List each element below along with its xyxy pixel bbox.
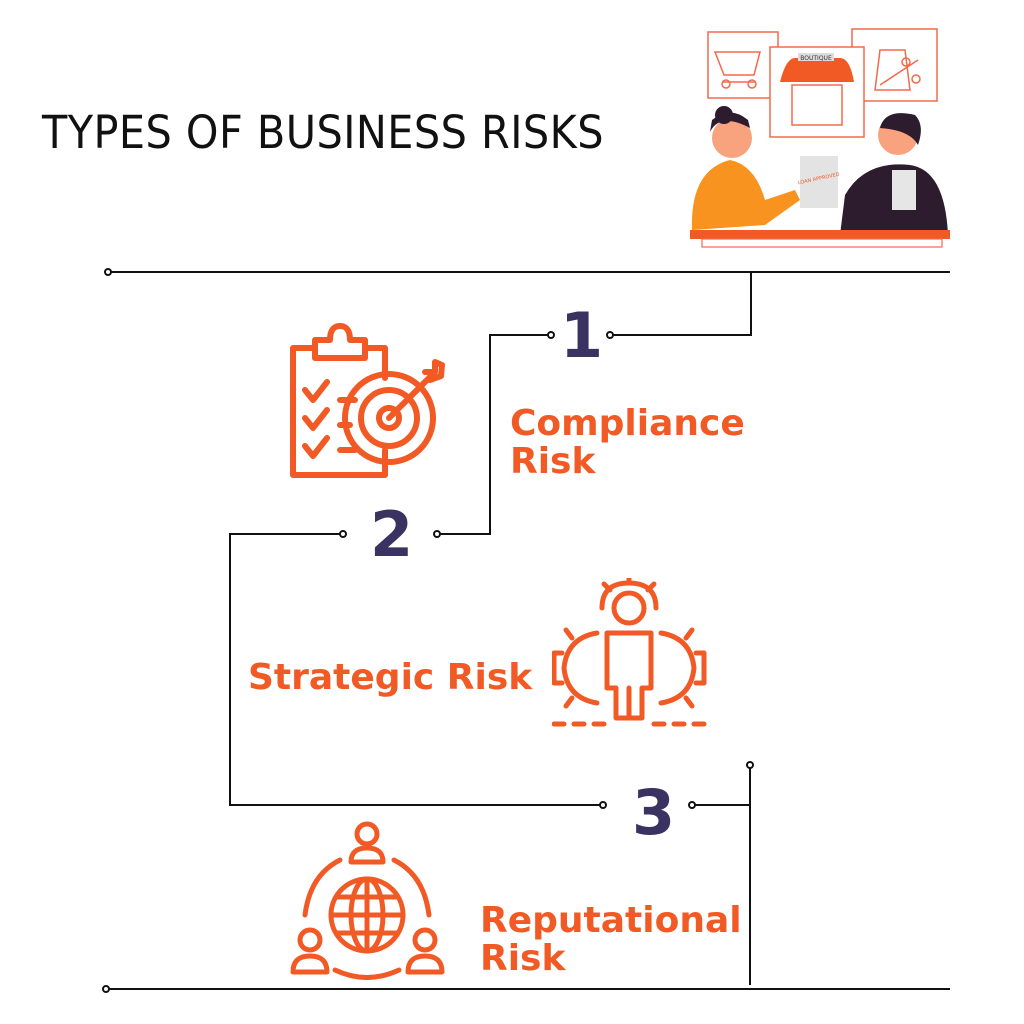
- shop-loan-illustration: BOUTIQUE LOAN APPROVED: [690, 28, 950, 248]
- clipboard-target-icon: [290, 323, 445, 478]
- step-label-compliance-risk: Compliance Risk: [510, 405, 745, 481]
- label-line: Reputational: [480, 900, 742, 941]
- label-line: Risk: [510, 441, 596, 482]
- boutique-sign: BOUTIQUE: [800, 55, 832, 62]
- label-line: Compliance: [510, 403, 745, 444]
- label-line: Risk: [480, 938, 566, 979]
- page-title: TYPES OF BUSINESS RISKS: [42, 106, 605, 159]
- step-label-strategic-risk: Strategic Risk: [248, 657, 533, 698]
- step-number-1: 1: [560, 299, 604, 372]
- person-gears-icon: [552, 578, 707, 727]
- globe-people-icon: [290, 821, 445, 980]
- step-number-3: 3: [632, 776, 676, 849]
- step-number-2: 2: [370, 498, 414, 571]
- step-label-reputational-risk: Reputational Risk: [480, 902, 742, 978]
